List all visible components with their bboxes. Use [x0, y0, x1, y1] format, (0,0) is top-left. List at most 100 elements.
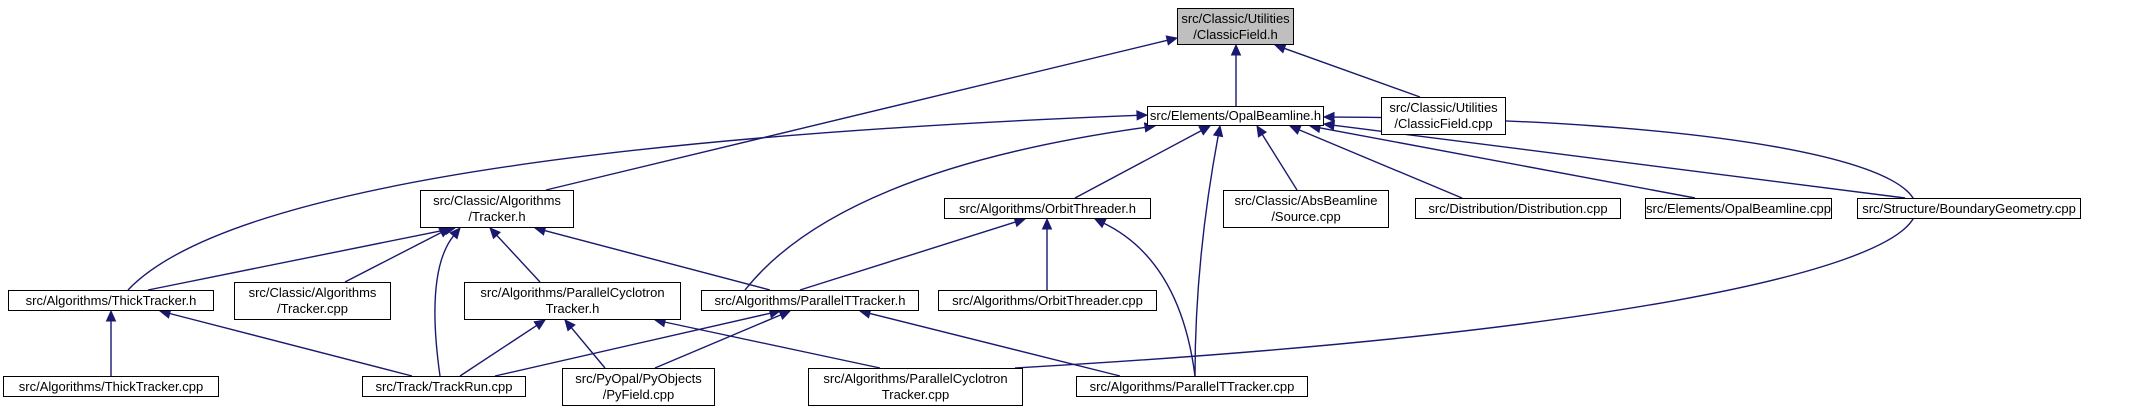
- edge-parallel-t-tracker-cpp-to-opal-beamline-h: [1194, 124, 1224, 377]
- edge-tracker-h-to-classic-field-h: [545, 35, 1179, 191]
- edge-opal-beamline-h-to-classic-field-h: [1230, 43, 1242, 106]
- edge-py-field-cpp-to-parallel-cyclotron-tracker-h: [564, 319, 606, 369]
- edge-line: [663, 321, 881, 369]
- node-parallel-t-tracker-h[interactable]: src/Algorithms/ParallelTTracker.h: [701, 290, 919, 311]
- edge-line: [543, 229, 771, 291]
- node-label-line: src/Structure/BoundaryGeometry.cpp: [1862, 200, 2076, 216]
- edge-parallel-t-tracker-h-to-orbit-threader-h: [799, 217, 1027, 291]
- node-label-line: /ClassicField.cpp: [1394, 116, 1493, 131]
- edge-line: [494, 312, 772, 377]
- edge-parallel-cyclotron-tracker-h-to-tracker-h: [489, 227, 541, 283]
- node-label-line: /Tracker.cpp: [276, 301, 349, 316]
- edge-thick-tracker-h-to-tracker-h: [147, 224, 457, 291]
- arrowhead-icon: [1322, 111, 1335, 123]
- edge-line: [495, 234, 541, 283]
- arrowhead-icon: [1212, 124, 1224, 138]
- node-label-line: src/Algorithms/ParallelCyclotron: [823, 371, 1008, 386]
- node-tracker-cpp[interactable]: src/Classic/Algorithms /Tracker.cpp: [234, 282, 391, 320]
- edge-line: [1261, 133, 1298, 191]
- node-boundary-geometry-cpp[interactable]: src/Structure/BoundaryGeometry.cpp: [1857, 198, 2081, 219]
- node-classic-field-h[interactable]: src/Classic/Utilities /ClassicField.h: [1177, 8, 1294, 45]
- arrowhead-icon: [564, 319, 576, 332]
- node-label-line: src/Algorithms/ThickTracker.cpp: [18, 378, 204, 394]
- edge-line: [545, 39, 1169, 191]
- arrowhead-icon: [105, 309, 117, 322]
- edge-line: [744, 126, 1147, 291]
- edge-thick-tracker-cpp-to-thick-tracker-h: [105, 309, 117, 376]
- node-label-line: /PyField.cpp: [602, 387, 675, 402]
- edge-py-field-cpp-to-parallel-t-tracker-h: [654, 310, 792, 369]
- node-opal-beamline-h[interactable]: src/Elements/OpalBeamline.h: [1147, 106, 1324, 126]
- edge-line: [1298, 128, 1463, 199]
- node-orbit-threader-h[interactable]: src/Algorithms/OrbitThreader.h: [944, 198, 1151, 219]
- node-label-line: src/Algorithms/ParallelTTracker.cpp: [1089, 378, 1295, 394]
- edge-classic-field-cpp-to-classic-field-h: [1273, 43, 1421, 98]
- arrowhead-icon: [1013, 217, 1027, 228]
- arrowhead-icon: [1198, 125, 1212, 136]
- node-label-line: src/Algorithms/ParallelTTracker.h: [714, 292, 906, 308]
- arrowhead-icon: [1230, 43, 1242, 56]
- edge-track-run-cpp-to-tracker-h: [434, 227, 461, 377]
- node-label-line: src/Distribution/Distribution.cpp: [1428, 200, 1608, 216]
- edge-line: [799, 221, 1017, 291]
- arrowhead-icon: [1041, 217, 1053, 230]
- edge-line: [1283, 47, 1421, 98]
- node-label-line: src/Elements/OpalBeamline.cpp: [1646, 200, 1831, 216]
- node-parallel-t-tracker-cpp[interactable]: src/Algorithms/ParallelTTracker.cpp: [1076, 376, 1308, 397]
- arrowhead-icon: [438, 227, 452, 238]
- edge-thick-tracker-h-to-opal-beamline-h: [127, 110, 1149, 291]
- node-track-run-cpp[interactable]: src/Track/TrackRun.cpp: [362, 376, 526, 397]
- edge-line: [868, 312, 1121, 377]
- arrowhead-icon: [1322, 120, 1336, 131]
- node-label-line: src/Algorithms/OrbitThreader.h: [958, 200, 1136, 216]
- arrowhead-icon: [1093, 218, 1107, 229]
- arrowhead-icon: [1136, 110, 1149, 121]
- node-label-line: /ClassicField.h: [1193, 26, 1278, 42]
- edge-parallel-t-tracker-h-to-tracker-h: [533, 225, 771, 291]
- edge-line: [1332, 124, 1906, 199]
- arrowhead-icon: [778, 310, 792, 320]
- node-tracker-h[interactable]: src/Classic/Algorithms /Tracker.h: [420, 190, 574, 228]
- node-thick-tracker-h[interactable]: src/Algorithms/ThickTracker.h: [8, 290, 214, 311]
- node-source-cpp[interactable]: src/Classic/AbsBeamline /Source.cpp: [1223, 190, 1389, 228]
- node-opal-beamline-cpp[interactable]: src/Elements/OpalBeamline.cpp: [1645, 198, 1832, 219]
- arrowhead-icon: [1273, 43, 1287, 54]
- node-label-line: src/Classic/Algorithms: [433, 193, 561, 208]
- node-label-line: Tracker.h: [545, 301, 600, 316]
- node-label-line: src/Classic/Algorithms: [248, 285, 377, 300]
- node-classic-field-cpp[interactable]: src/Classic/Utilities /ClassicField.cpp: [1381, 97, 1506, 135]
- edge-line: [1074, 129, 1203, 199]
- edge-distribution-cpp-to-opal-beamline-h: [1288, 125, 1463, 199]
- edge-orbit-threader-h-to-opal-beamline-h: [1074, 125, 1212, 199]
- edge-line: [570, 326, 606, 369]
- node-label-line: /Tracker.h: [468, 209, 526, 224]
- arrowhead-icon: [1288, 125, 1302, 135]
- arrowhead-icon: [533, 319, 547, 331]
- node-parallel-cyclotron-tracker-cpp[interactable]: src/Algorithms/ParallelCyclotron Tracker…: [808, 368, 1023, 406]
- edge-line: [1318, 126, 1696, 199]
- node-parallel-cyclotron-tracker-h[interactable]: src/Algorithms/ParallelCyclotron Tracker…: [464, 282, 681, 320]
- edge-tracker-cpp-to-tracker-h: [344, 227, 452, 283]
- node-label-line: src/Algorithms/ParallelCyclotron: [480, 285, 665, 300]
- node-label-line: src/Algorithms/OrbitThreader.cpp: [952, 292, 1143, 308]
- node-label-line: src/Classic/Utilities: [1181, 10, 1290, 26]
- node-label-line: src/Track/TrackRun.cpp: [375, 378, 513, 394]
- edge-line: [1194, 134, 1220, 377]
- node-orbit-threader-cpp[interactable]: src/Algorithms/OrbitThreader.cpp: [938, 290, 1157, 311]
- node-distribution-cpp[interactable]: src/Distribution/Distribution.cpp: [1415, 198, 1621, 219]
- edge-line: [654, 313, 782, 369]
- node-label-line: src/Elements/OpalBeamline.h: [1149, 108, 1322, 123]
- arrowhead-icon: [1165, 35, 1179, 46]
- arrowhead-icon: [449, 227, 461, 240]
- node-label-line: src/PyOpal/PyObjects: [575, 371, 702, 386]
- arrowhead-icon: [489, 227, 502, 240]
- edge-source-cpp-to-opal-beamline-h: [1256, 124, 1298, 191]
- edge-line: [434, 234, 455, 377]
- node-label-line: src/Classic/AbsBeamline: [1234, 193, 1378, 208]
- edge-line: [459, 324, 538, 377]
- node-py-field-cpp[interactable]: src/PyOpal/PyObjects /PyField.cpp: [562, 368, 715, 406]
- edge-line: [127, 114, 1139, 291]
- edge-line: [1102, 222, 1196, 377]
- node-thick-tracker-cpp[interactable]: src/Algorithms/ThickTracker.cpp: [3, 376, 219, 397]
